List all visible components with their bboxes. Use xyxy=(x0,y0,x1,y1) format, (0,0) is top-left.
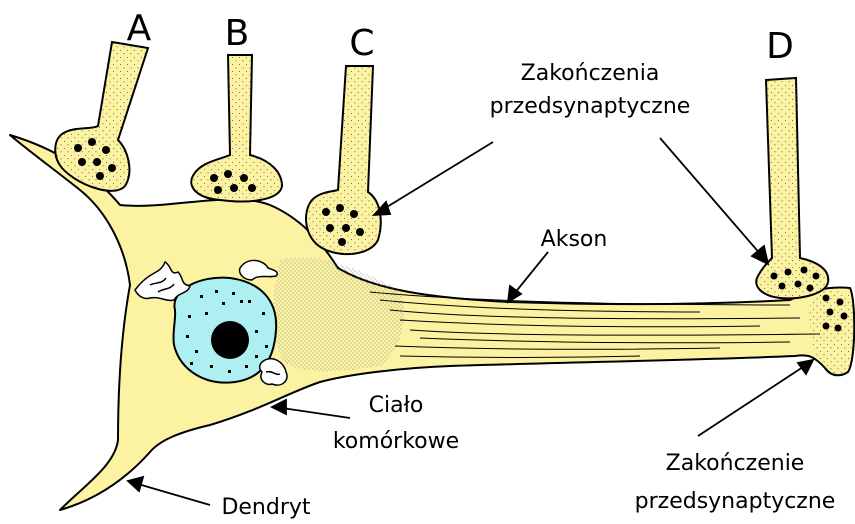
axon-terminal xyxy=(810,289,855,374)
terminal-b xyxy=(191,55,282,201)
granular-region xyxy=(274,257,404,371)
terminal-a xyxy=(55,42,148,191)
cell-body-label-line2: komórkowe xyxy=(333,429,459,454)
terminal-b-letter: B xyxy=(225,13,250,54)
dendrite-label: Dendryt xyxy=(221,495,310,520)
terminal-a-letter: A xyxy=(127,8,152,49)
presynaptic-terminals-label-line2: przedsynaptyczne xyxy=(490,94,691,119)
axon-label: Akson xyxy=(541,227,608,252)
terminal-d xyxy=(756,78,828,298)
cell-body-label-line1: Ciało xyxy=(369,393,424,418)
terminal-c xyxy=(306,66,381,254)
nucleolus xyxy=(211,321,249,359)
terminal-c-letter: C xyxy=(349,23,374,64)
presynaptic-terminals-label-line1: Zakończenia xyxy=(521,61,660,86)
terminal-d-letter: D xyxy=(766,26,794,67)
presynaptic-terminal-label-line2: przedsynaptyczne xyxy=(635,489,836,514)
presynaptic-terminal-label-line1: Zakończenie xyxy=(666,451,805,476)
